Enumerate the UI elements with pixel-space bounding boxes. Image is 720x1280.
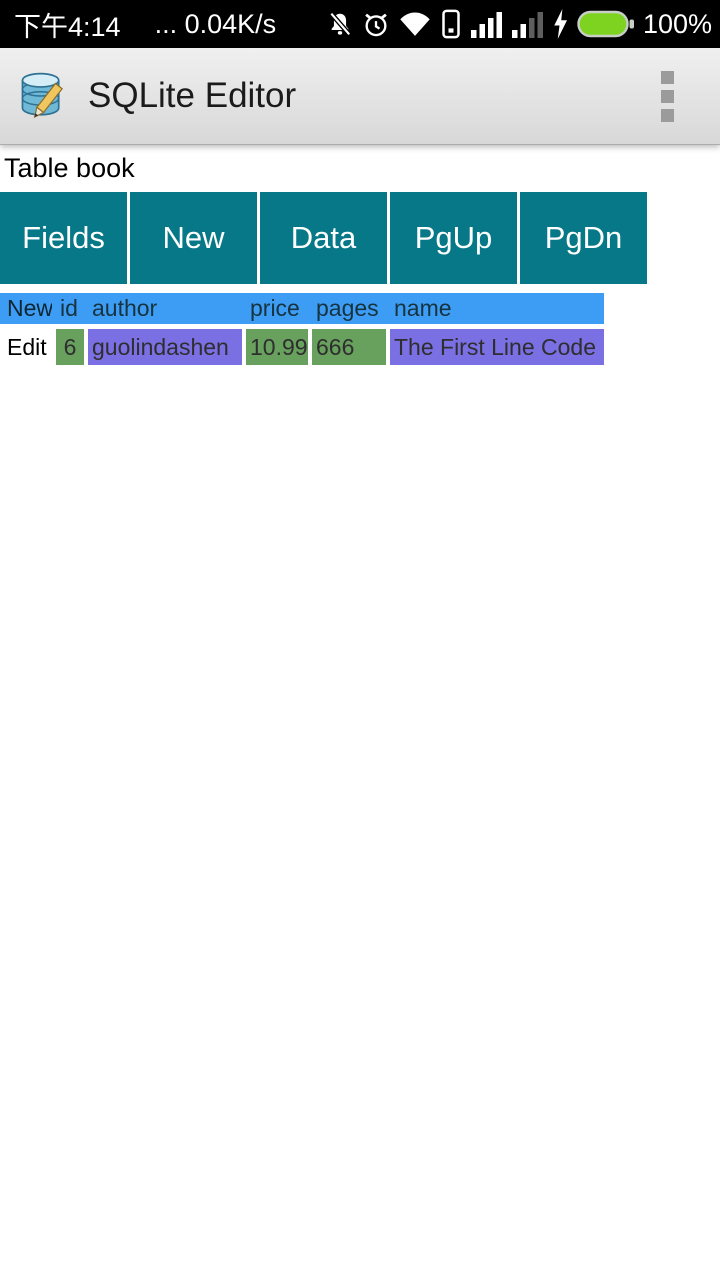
new-row-button[interactable]: New [7, 295, 52, 321]
cell-pages: 666 [312, 329, 386, 365]
pgdn-button[interactable]: PgDn [520, 192, 647, 284]
table-row: Edit 6 guolindashen 10.99 666 The First … [0, 329, 604, 365]
charging-bolt-icon [554, 9, 567, 39]
status-icons [327, 9, 635, 39]
column-header-name: name [394, 295, 452, 321]
sqlite-app-icon [21, 72, 63, 119]
new-button[interactable]: New [130, 192, 257, 284]
overflow-dot [661, 70, 674, 84]
alarm-icon [365, 13, 387, 37]
cell-name: The First Line Code [390, 329, 604, 365]
column-header-price: price [250, 295, 300, 321]
overflow-menu-button[interactable] [655, 65, 680, 128]
signal-partial-icon [511, 12, 543, 38]
app-bar: SQLite Editor [0, 48, 720, 145]
battery-percent-label: 100% [642, 8, 712, 39]
cell-price: 10.99 [246, 329, 308, 365]
cell-author: guolindashen [88, 329, 242, 365]
phone-icon [442, 9, 460, 39]
screen: 下午4:14 ... 0.04K/s [0, 0, 720, 365]
cell-id: 6 [56, 329, 84, 365]
status-time: 下午4:14 [14, 11, 121, 42]
data-button[interactable]: Data [260, 192, 387, 284]
fields-button[interactable]: Fields [0, 192, 127, 284]
column-header-pages: pages [316, 295, 379, 321]
column-header-id: id [60, 295, 78, 321]
wifi-icon [400, 12, 430, 36]
app-title: SQLite Editor [88, 76, 297, 115]
notification-muted-icon [329, 12, 351, 36]
status-bar: 下午4:14 ... 0.04K/s [0, 0, 720, 48]
pgup-button[interactable]: PgUp [390, 192, 517, 284]
network-speed-label: ... 0.04K/s [154, 8, 277, 39]
overflow-dot [661, 89, 674, 103]
overflow-dot [661, 108, 674, 122]
column-header-author: author [92, 295, 158, 321]
edit-row-button[interactable]: Edit [0, 329, 52, 365]
content: Table book Fields New Data PgUp PgDn New… [0, 145, 720, 365]
toolbar: Fields New Data PgUp PgDn [0, 192, 720, 284]
grid-header-row: New id author price pages name [0, 293, 604, 324]
signal-full-icon [470, 12, 502, 38]
table-name-label: Table book [4, 153, 135, 183]
battery-icon [577, 10, 634, 38]
